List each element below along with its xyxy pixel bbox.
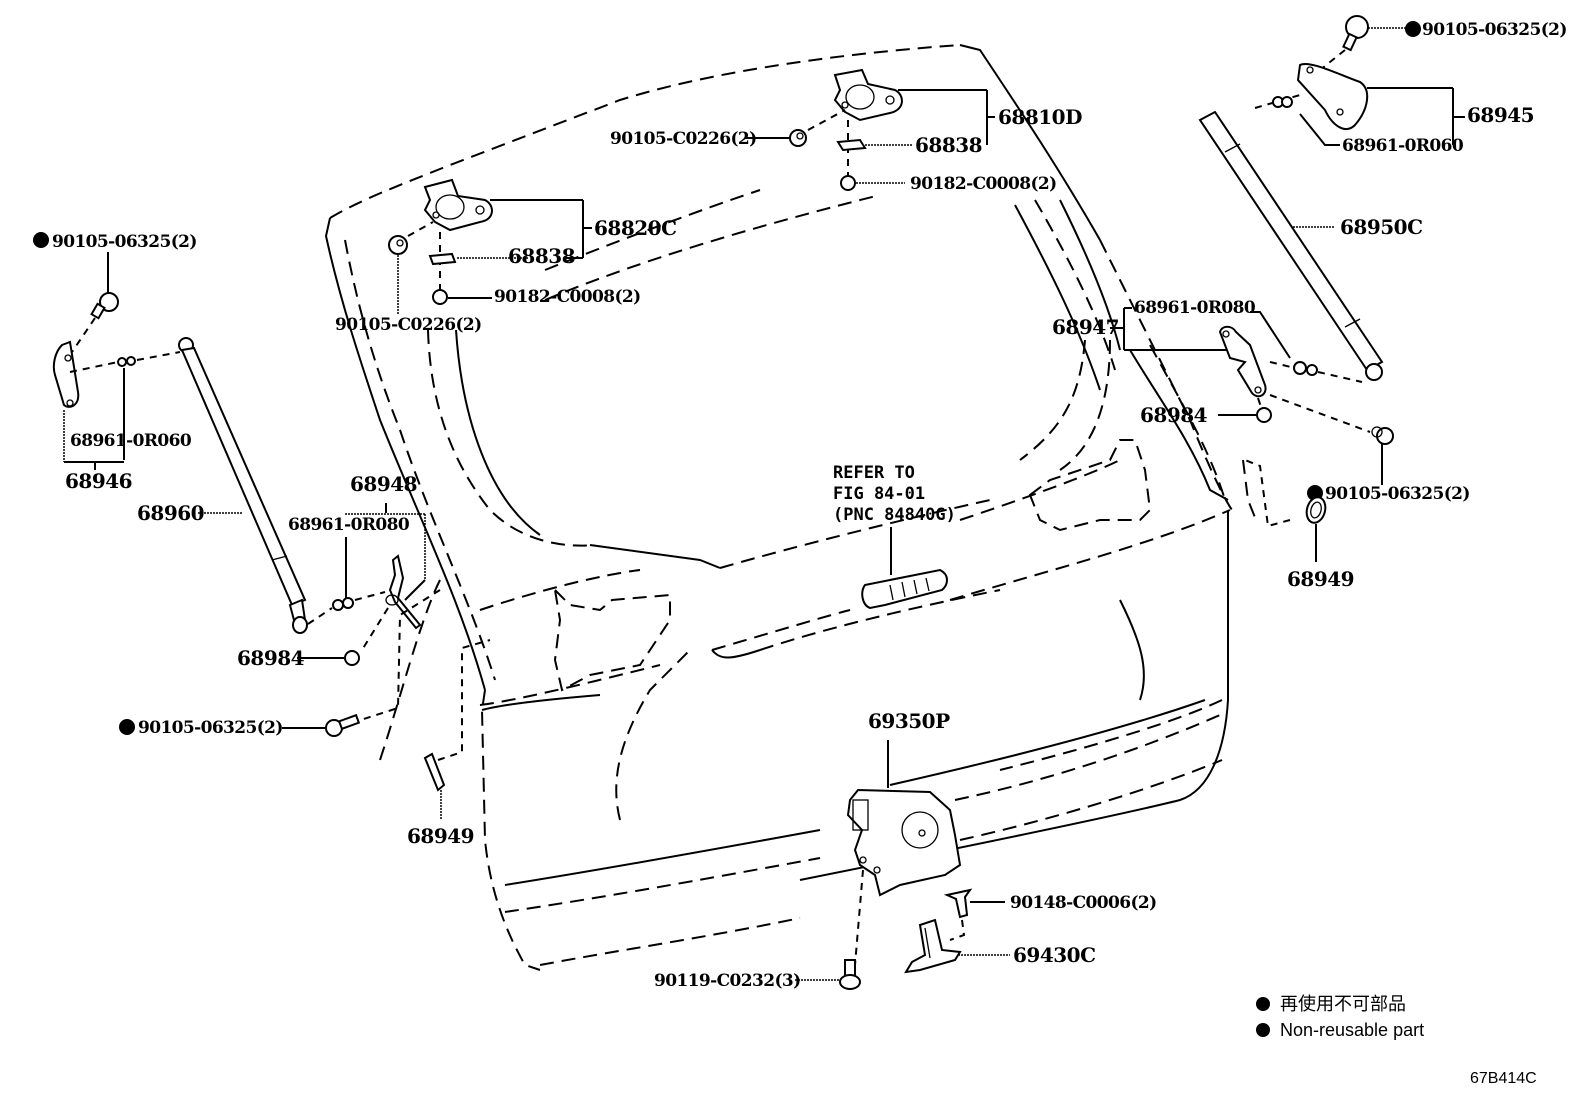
bolt-part-left-top[interactable]	[90, 292, 119, 320]
callout-68950c[interactable]: 68950C	[1340, 215, 1423, 239]
callout-69430c[interactable]: 69430C	[1013, 943, 1096, 967]
callout-68949-left[interactable]: 68949	[407, 824, 475, 848]
legend-text-english: Non-reusable part	[1280, 1020, 1424, 1040]
hinge-part-68820c[interactable]	[423, 178, 493, 232]
bolt-part-right-stay[interactable]	[1371, 426, 1394, 445]
stay-68948-group: 68948 68961-0R080 68984 90105-06325(2)	[119, 472, 441, 738]
callout-68961-0r080-right[interactable]: 68961-0R080	[1134, 298, 1256, 318]
callout-68838-center[interactable]: 68838	[915, 133, 983, 157]
callout-68948[interactable]: 68948	[350, 472, 418, 496]
callout-90105-06325-right-stay[interactable]: 90105-06325(2)	[1325, 484, 1470, 504]
non-reusable-marker-icon	[119, 719, 135, 735]
non-reusable-marker-icon	[33, 232, 49, 248]
callout-68949-right[interactable]: 68949	[1287, 567, 1355, 591]
callout-90182-c0008-center[interactable]: 90182-C0008(2)	[910, 174, 1057, 194]
callout-68946[interactable]: 68946	[65, 469, 133, 493]
callout-68810d[interactable]: 68810D	[998, 105, 1083, 129]
damper-68960-group: 68960	[137, 337, 308, 634]
callout-90148-c0006[interactable]: 90148-C0006(2)	[1010, 893, 1157, 913]
callout-68984-right[interactable]: 68984	[1140, 403, 1208, 427]
pin-part-68961-0r080-right[interactable]	[1293, 361, 1318, 376]
nut-part-68984-left[interactable]	[344, 650, 360, 666]
bolt-part-left-stay[interactable]	[325, 713, 361, 737]
nut-part-90105-c0226-left[interactable]	[388, 235, 408, 255]
hinge-part-68946[interactable]	[52, 340, 80, 408]
stay-part-68948[interactable]	[385, 554, 422, 630]
bolt-part-90119-c0232[interactable]	[839, 959, 861, 990]
leader-line	[1250, 311, 1291, 359]
switch-part-84840g[interactable]	[861, 568, 948, 610]
callout-68947[interactable]: 68947	[1052, 315, 1120, 339]
callout-90105-06325-left-top[interactable]: 90105-06325(2)	[52, 232, 197, 252]
refer-text-line2: FIG 84-01	[833, 484, 925, 504]
callout-69350p[interactable]: 69350P	[868, 709, 951, 733]
nut-part-90182-c0008-left[interactable]	[432, 289, 448, 305]
callout-90105-c0226-left[interactable]: 90105-C0226(2)	[335, 315, 482, 335]
pin-part-68961-0r060-right[interactable]	[1272, 96, 1293, 108]
legend-marker-icon	[1256, 997, 1270, 1011]
callout-68984-left[interactable]: 68984	[237, 646, 305, 670]
callout-68945[interactable]: 68945	[1467, 103, 1535, 127]
lock-part-69350p[interactable]	[846, 788, 962, 897]
striker-part-69430c[interactable]	[904, 918, 962, 974]
callout-68961-0r060[interactable]: 68961-0R060	[1342, 136, 1464, 156]
callout-90182-c0008-left[interactable]: 90182-C0008(2)	[494, 287, 641, 307]
lock-69350p-group: 69350P 90119-C0232(3)	[654, 709, 962, 991]
non-reusable-marker-icon	[1405, 21, 1421, 37]
nut-part-90105-c0226-center[interactable]	[789, 129, 807, 147]
cushion-part-68949-right[interactable]	[1304, 495, 1328, 525]
pin-part-68961-0r060-left[interactable]	[117, 356, 136, 367]
damper-part-68950c[interactable]	[1198, 110, 1384, 381]
door-outline	[324, 44, 1291, 971]
refer-text-line1: REFER TO	[833, 463, 915, 483]
cushion-68949-right-group: 68949	[1287, 495, 1355, 591]
bolt-part[interactable]	[1342, 15, 1369, 52]
callout-90105-06325[interactable]: 90105-06325(2)	[1422, 20, 1567, 40]
legend-text-japanese: 再使用不可部品	[1280, 994, 1406, 1014]
callout-90105-c0226-center[interactable]: 90105-C0226(2)	[610, 129, 757, 149]
stay-68947-group: 68947 68961-0R080 68984 90105-06	[1052, 298, 1470, 504]
shim-part-68838-left[interactable]	[428, 252, 457, 266]
refer-text-line3[interactable]: (PNC 84840G)	[833, 505, 956, 525]
callout-90119-c0232[interactable]: 90119-C0232(3)	[654, 971, 801, 991]
hinge-68820c-group: 68820C 68838 90182-C0008(2) 90105-C0226(…	[335, 178, 677, 335]
shim-part-68838-center[interactable]	[836, 138, 867, 152]
refer-switch-group: REFER TO FIG 84-01 (PNC 84840G)	[833, 463, 956, 610]
callout-68838-left[interactable]: 68838	[508, 244, 576, 268]
stay-part-68947[interactable]	[1218, 325, 1267, 398]
damper-68950c-group: 68950C	[1198, 110, 1423, 381]
hinge-part-68945[interactable]	[1296, 63, 1369, 130]
cushion-part-68949-left[interactable]	[423, 752, 446, 792]
hinge-part-68810d[interactable]	[833, 68, 903, 122]
damper-part-68960[interactable]	[178, 337, 308, 634]
cushion-68949-left-group: 68949	[407, 752, 475, 848]
callout-68961-0r080-left[interactable]: 68961-0R080	[288, 515, 410, 535]
screw-part-90148-c0006[interactable]	[943, 888, 973, 919]
leader-line	[1299, 113, 1340, 146]
callout-68820c[interactable]: 68820C	[594, 216, 677, 240]
pin-part-68961-0r080-left[interactable]	[332, 597, 354, 611]
figure-code: 67B414C	[1470, 1070, 1537, 1087]
legend: 再使用不可部品 Non-reusable part 67B414C	[1256, 994, 1537, 1087]
callout-90105-06325-left-stay[interactable]: 90105-06325(2)	[138, 718, 283, 738]
leader-line	[404, 579, 426, 601]
hinge-68810d-group: 90105-C0226(2) 68838 90182-C0008(2) 6881…	[610, 68, 1083, 194]
callout-68960[interactable]: 68960	[137, 501, 205, 525]
striker-69430c-group: 90148-C0006(2) 69430C	[904, 888, 1157, 974]
legend-marker-icon	[1256, 1023, 1270, 1037]
nut-part-68984-right[interactable]	[1256, 407, 1272, 423]
nut-part-90182-c0008-center[interactable]	[840, 175, 856, 191]
hinge-68946-group: 90105-06325(2) 68961-0R060 68946	[33, 232, 197, 493]
hinge-68945-group: 90105-06325(2) 68945 68961-0R060	[1254, 15, 1567, 156]
callout-68961-0r060-left[interactable]: 68961-0R060	[70, 431, 192, 451]
